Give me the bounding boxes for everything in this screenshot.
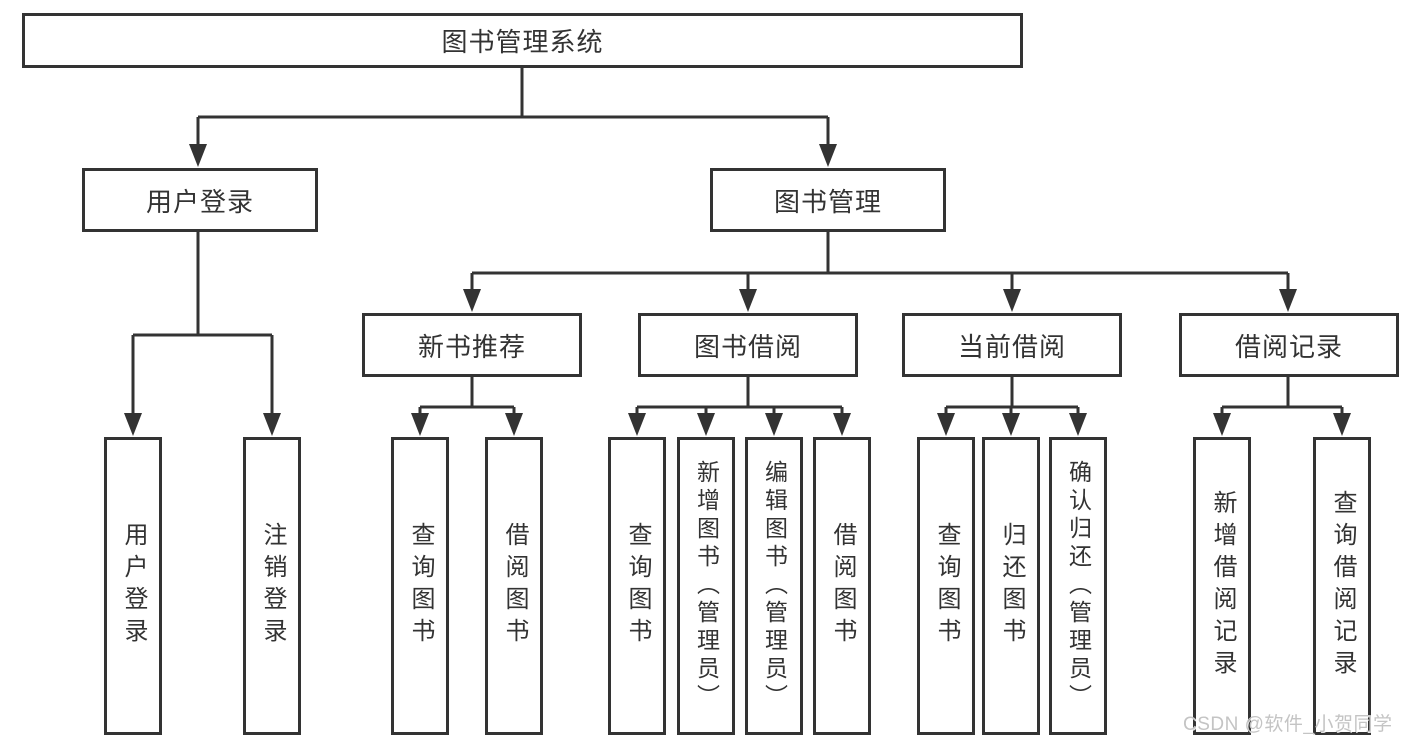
tree-edges: [131, 68, 1344, 416]
leaf-edit-books-admin: 编辑图书（管理员）: [745, 437, 803, 735]
node-label: 归还图书: [998, 522, 1025, 650]
arrowheads: [124, 144, 1351, 436]
node-borrow-records: 借阅记录: [1179, 313, 1399, 377]
leaf-borrow-books: 借阅图书: [813, 437, 871, 735]
node-label: 借阅记录: [1234, 331, 1343, 362]
leaf-query-books-current: 查询图书: [917, 437, 975, 735]
node-label: 当前借阅: [957, 331, 1066, 362]
node-label: 查询图书: [933, 522, 960, 650]
csdn-watermark: CSDN @软件_小贺同学: [1183, 714, 1393, 735]
node-new-book-recommend: 新书推荐: [362, 313, 582, 377]
node-label: 用户登录: [120, 522, 147, 650]
node-label: 新书推荐: [417, 331, 526, 362]
node-label: 图书管理: [773, 186, 882, 217]
leaf-query-borrow-record: 查询借阅记录: [1313, 437, 1371, 735]
node-label: 借阅图书: [829, 522, 856, 650]
node-label: 图书借阅: [693, 331, 802, 362]
leaf-borrow-books-recommend: 借阅图书: [485, 437, 543, 735]
node-label: 确认归还（管理员）: [1065, 460, 1092, 712]
leaf-add-books-admin: 新增图书（管理员）: [677, 437, 735, 735]
node-root-library-system: 图书管理系统: [22, 13, 1023, 68]
node-user-login: 用户登录: [82, 168, 318, 232]
node-label: 新增借阅记录: [1209, 490, 1236, 682]
node-label: 用户登录: [145, 186, 254, 217]
node-book-borrow: 图书借阅: [638, 313, 858, 377]
node-label: 注销登录: [259, 522, 286, 650]
node-label: 图书管理系统: [441, 27, 604, 57]
leaf-add-borrow-record: 新增借阅记录: [1193, 437, 1251, 735]
leaf-confirm-return-admin: 确认归还（管理员）: [1049, 437, 1107, 735]
node-label: 查询图书: [407, 522, 434, 650]
leaf-query-books-recommend: 查询图书: [391, 437, 449, 735]
leaf-logout: 注销登录: [243, 437, 301, 735]
node-book-management: 图书管理: [710, 168, 946, 232]
node-label: 借阅图书: [501, 522, 528, 650]
node-label: 新增图书（管理员）: [693, 460, 720, 712]
node-label: 查询图书: [624, 522, 651, 650]
leaf-return-books: 归还图书: [982, 437, 1040, 735]
node-label: 查询借阅记录: [1329, 490, 1356, 682]
node-current-borrow: 当前借阅: [902, 313, 1122, 377]
leaf-query-books-borrow: 查询图书: [608, 437, 666, 735]
node-label: 编辑图书（管理员）: [761, 460, 788, 712]
leaf-user-login: 用户登录: [104, 437, 162, 735]
